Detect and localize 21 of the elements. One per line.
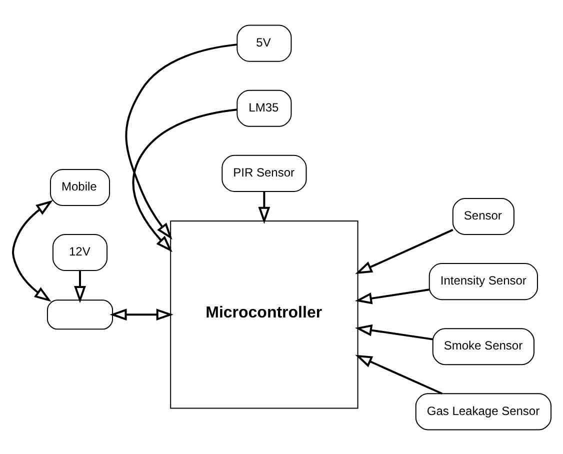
node-box: Intensity Sensor — [428, 262, 538, 300]
node-box: LM35 — [236, 89, 292, 126]
arrow — [74, 270, 86, 303]
node-box: PIR Sensor — [221, 154, 306, 192]
node-box: Mobile — [49, 168, 110, 206]
arrow — [132, 108, 237, 252]
node-box: 12V — [52, 234, 108, 271]
node-box: Smoke Sensor — [432, 328, 534, 365]
arrow — [124, 43, 237, 240]
arrow — [354, 288, 429, 304]
arrow — [109, 308, 173, 320]
arrow — [354, 324, 432, 340]
arrow — [12, 200, 52, 302]
node-box: 5V — [236, 24, 292, 62]
node-box — [46, 299, 113, 330]
arrow — [354, 354, 442, 394]
arrow — [354, 228, 453, 274]
node-box: Microcontroller — [170, 220, 358, 408]
node-box: Gas Leakage Sensor — [414, 392, 551, 430]
arrow — [258, 191, 270, 224]
node-box: Sensor — [452, 197, 514, 234]
